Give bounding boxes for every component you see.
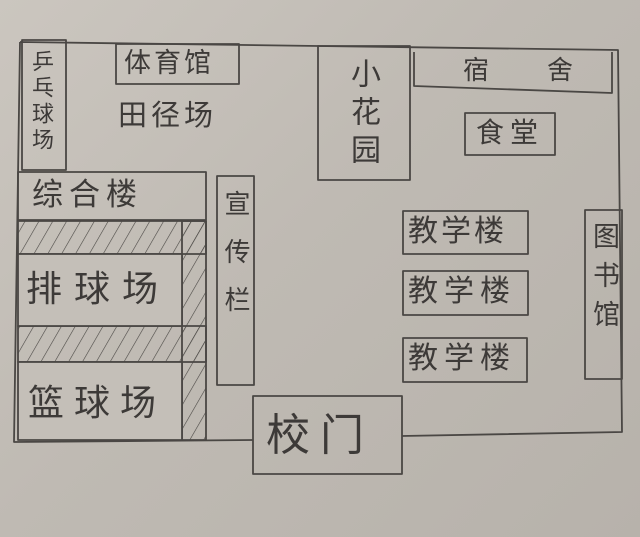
basketball-court-label: 篮球场 bbox=[28, 383, 167, 424]
dorm-label: 宿 舍 bbox=[463, 56, 590, 86]
hatch-strip-side bbox=[181, 220, 207, 441]
canteen-label: 食堂 bbox=[476, 116, 545, 149]
teaching-building-3-label: 教学楼 bbox=[408, 341, 516, 376]
school-gate-label: 校门 bbox=[266, 410, 374, 461]
bulletin-label: 宣传栏 bbox=[220, 190, 250, 334]
teaching-building-3-box bbox=[402, 337, 528, 383]
pingpong-court-label: 乒乓球场 bbox=[28, 50, 53, 154]
gym-box bbox=[115, 43, 240, 85]
garden-box bbox=[317, 45, 411, 181]
volleyball-court-label: 排球场 bbox=[26, 269, 171, 310]
gate-box bbox=[252, 395, 403, 475]
teaching-building-2-box bbox=[402, 270, 529, 316]
garden-label: 小花园 bbox=[345, 58, 380, 172]
teaching-building-1-box bbox=[402, 210, 529, 255]
teaching-building-2-label: 教学楼 bbox=[408, 274, 516, 309]
complex-building-box bbox=[17, 171, 207, 221]
dorm-box bbox=[413, 52, 613, 94]
complex-building-label: 综合楼 bbox=[32, 177, 143, 213]
basketball-court-box bbox=[17, 361, 183, 441]
gym-label: 体育馆 bbox=[124, 48, 214, 79]
hatch-strip-middle bbox=[17, 325, 207, 363]
library-label: 图书馆 bbox=[588, 222, 619, 339]
pingpong-court-box bbox=[21, 39, 67, 171]
track-field-label: 田径场 bbox=[118, 98, 218, 132]
hatch-strip-top bbox=[17, 220, 207, 255]
bulletin-box bbox=[216, 175, 255, 386]
teaching-building-1-label: 教学楼 bbox=[408, 214, 507, 249]
volleyball-court-box bbox=[17, 253, 183, 327]
canteen-box bbox=[464, 112, 556, 156]
library-box bbox=[584, 209, 623, 380]
